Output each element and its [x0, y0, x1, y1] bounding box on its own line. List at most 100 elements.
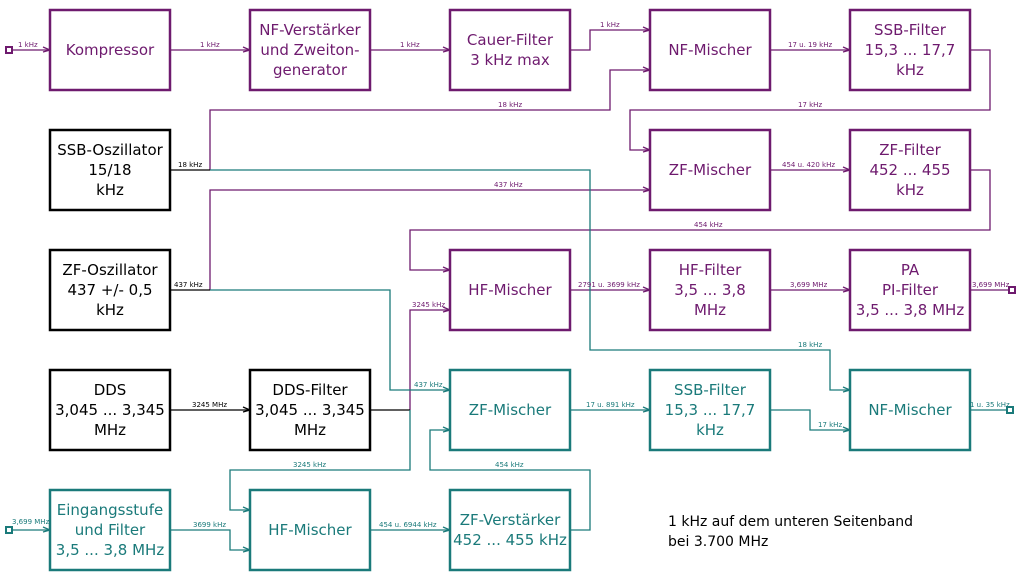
signal-label: 454 kHz	[495, 461, 524, 469]
block-label: kHz	[896, 181, 924, 199]
signal-label: 454 kHz	[694, 221, 723, 229]
port-terminal-icon	[1006, 406, 1014, 414]
block-frame	[648, 248, 772, 332]
wire	[429, 429, 591, 531]
block-frame	[648, 8, 772, 92]
signal-label: 17 kHz	[818, 421, 842, 429]
block-frame	[448, 8, 572, 92]
wire	[629, 49, 991, 151]
signal-label: 3245 kHz	[293, 461, 326, 469]
block-label: kHz	[96, 301, 124, 319]
block-label: 15,3 ... 17,7	[665, 401, 756, 419]
block-label: 437 +/- 0,5	[67, 281, 152, 299]
block-frame	[48, 488, 172, 572]
block-label: 3,5 ... 3,8 MHz	[856, 301, 965, 319]
wire	[770, 409, 850, 431]
block-nf-mischer-rx: NF-Mischer	[848, 368, 972, 452]
wire	[209, 189, 650, 290]
block-label: kHz	[696, 421, 724, 439]
block-pa: PA PI-Filter 3,5 ... 3,8 MHz	[848, 248, 972, 332]
block-label: PI-Filter	[882, 281, 939, 299]
block-label: 452 ... 455 kHz	[453, 531, 567, 549]
block-label: und Filter	[75, 521, 146, 539]
block-label: ZF-Mischer	[669, 161, 752, 179]
block-label: MHz	[94, 421, 126, 439]
block-label: SSB-Filter	[874, 21, 947, 39]
block-label: ZF-Filter	[879, 141, 941, 159]
signal-label: 1 kHz	[18, 41, 38, 49]
block-zf-mischer-rx: ZF-Mischer	[448, 368, 572, 452]
block-label: 3,045 ... 3,345	[55, 401, 165, 419]
block-kompressor: Kompressor	[48, 8, 172, 92]
block-label: NF-Mischer	[868, 401, 952, 419]
block-frame	[248, 368, 372, 452]
signal-label: 17 u. 891 kHz	[586, 401, 635, 409]
block-label: NF-Mischer	[668, 41, 752, 59]
block-hf-mischer-tx: HF-Mischer	[448, 248, 572, 332]
block-label: SSB-Oszillator	[57, 141, 163, 159]
block-label: Kompressor	[66, 41, 155, 59]
block-label: SSB-Filter	[674, 381, 747, 399]
block-frame	[648, 128, 772, 212]
block-label: ZF-Oszillator	[62, 261, 158, 279]
signal-label: 437 kHz	[494, 181, 523, 189]
port-terminal-icon	[1008, 286, 1016, 294]
block-zf-filter-tx: ZF-Filter 452 ... 455 kHz	[848, 128, 972, 212]
wire	[570, 29, 650, 51]
signal-label: 2791 u. 3699 kHz	[578, 281, 640, 289]
signal-label: 1 kHz	[200, 41, 220, 49]
port-terminal-icon	[5, 526, 13, 534]
block-label: 15,3 ... 17,7	[865, 41, 956, 59]
block-label: generator	[273, 61, 348, 79]
block-frame	[848, 248, 972, 332]
port-terminal-icon	[5, 46, 13, 54]
signal-label: 454 u. 420 kHz	[782, 161, 835, 169]
signal-label: 1 kHz	[600, 21, 620, 29]
signal-label: 1 kHz	[400, 41, 420, 49]
block-frame	[848, 368, 972, 452]
wire	[210, 169, 850, 391]
block-label: MHz	[294, 421, 326, 439]
signal-label: 18 kHz	[498, 101, 522, 109]
block-frame	[648, 368, 772, 452]
block-label: PA	[901, 261, 920, 279]
block-label: ZF-Mischer	[469, 401, 552, 419]
signal-label: 3,699 MHz	[12, 518, 50, 526]
block-ssb-filter-rx: SSB-Filter 15,3 ... 17,7 kHz	[648, 368, 772, 452]
signal-label: 3,699 MHz	[972, 281, 1010, 289]
block-label: HF-Mischer	[468, 281, 552, 299]
block-label: kHz	[96, 181, 124, 199]
block-label: HF-Filter	[679, 261, 742, 279]
block-frame	[448, 488, 572, 572]
signal-label: 3245 kHz	[412, 301, 445, 309]
wire	[409, 309, 450, 410]
signal-label: 437 kHz	[174, 281, 203, 289]
signal-label: 3,699 MHz	[790, 281, 828, 289]
block-label: 452 ... 455	[869, 161, 950, 179]
block-frame	[848, 8, 972, 92]
signal-label: 3245 MHz	[192, 401, 227, 409]
block-label: kHz	[896, 61, 924, 79]
block-ssb-oszillator: SSB-Oszillator 15/18 kHz	[48, 128, 172, 212]
block-zf-mischer-tx: ZF-Mischer	[648, 128, 772, 212]
block-frame	[248, 8, 372, 92]
wire	[209, 69, 650, 170]
signal-label: 454 u. 6944 kHz	[379, 521, 437, 529]
block-label: 3,5 ... 3,8 MHz	[56, 541, 165, 559]
block-label: 3,5 ... 3,8	[674, 281, 746, 299]
block-frame	[248, 488, 372, 572]
signal-label: 17 kHz	[798, 101, 822, 109]
block-hf-mischer-rx: HF-Mischer	[248, 488, 372, 572]
block-label: MHz	[694, 301, 726, 319]
block-nf-mischer-tx: NF-Mischer	[648, 8, 772, 92]
block-label: 15/18	[88, 161, 131, 179]
signal-label: 18 kHz	[798, 341, 822, 349]
block-label: 3,045 ... 3,345	[255, 401, 365, 419]
